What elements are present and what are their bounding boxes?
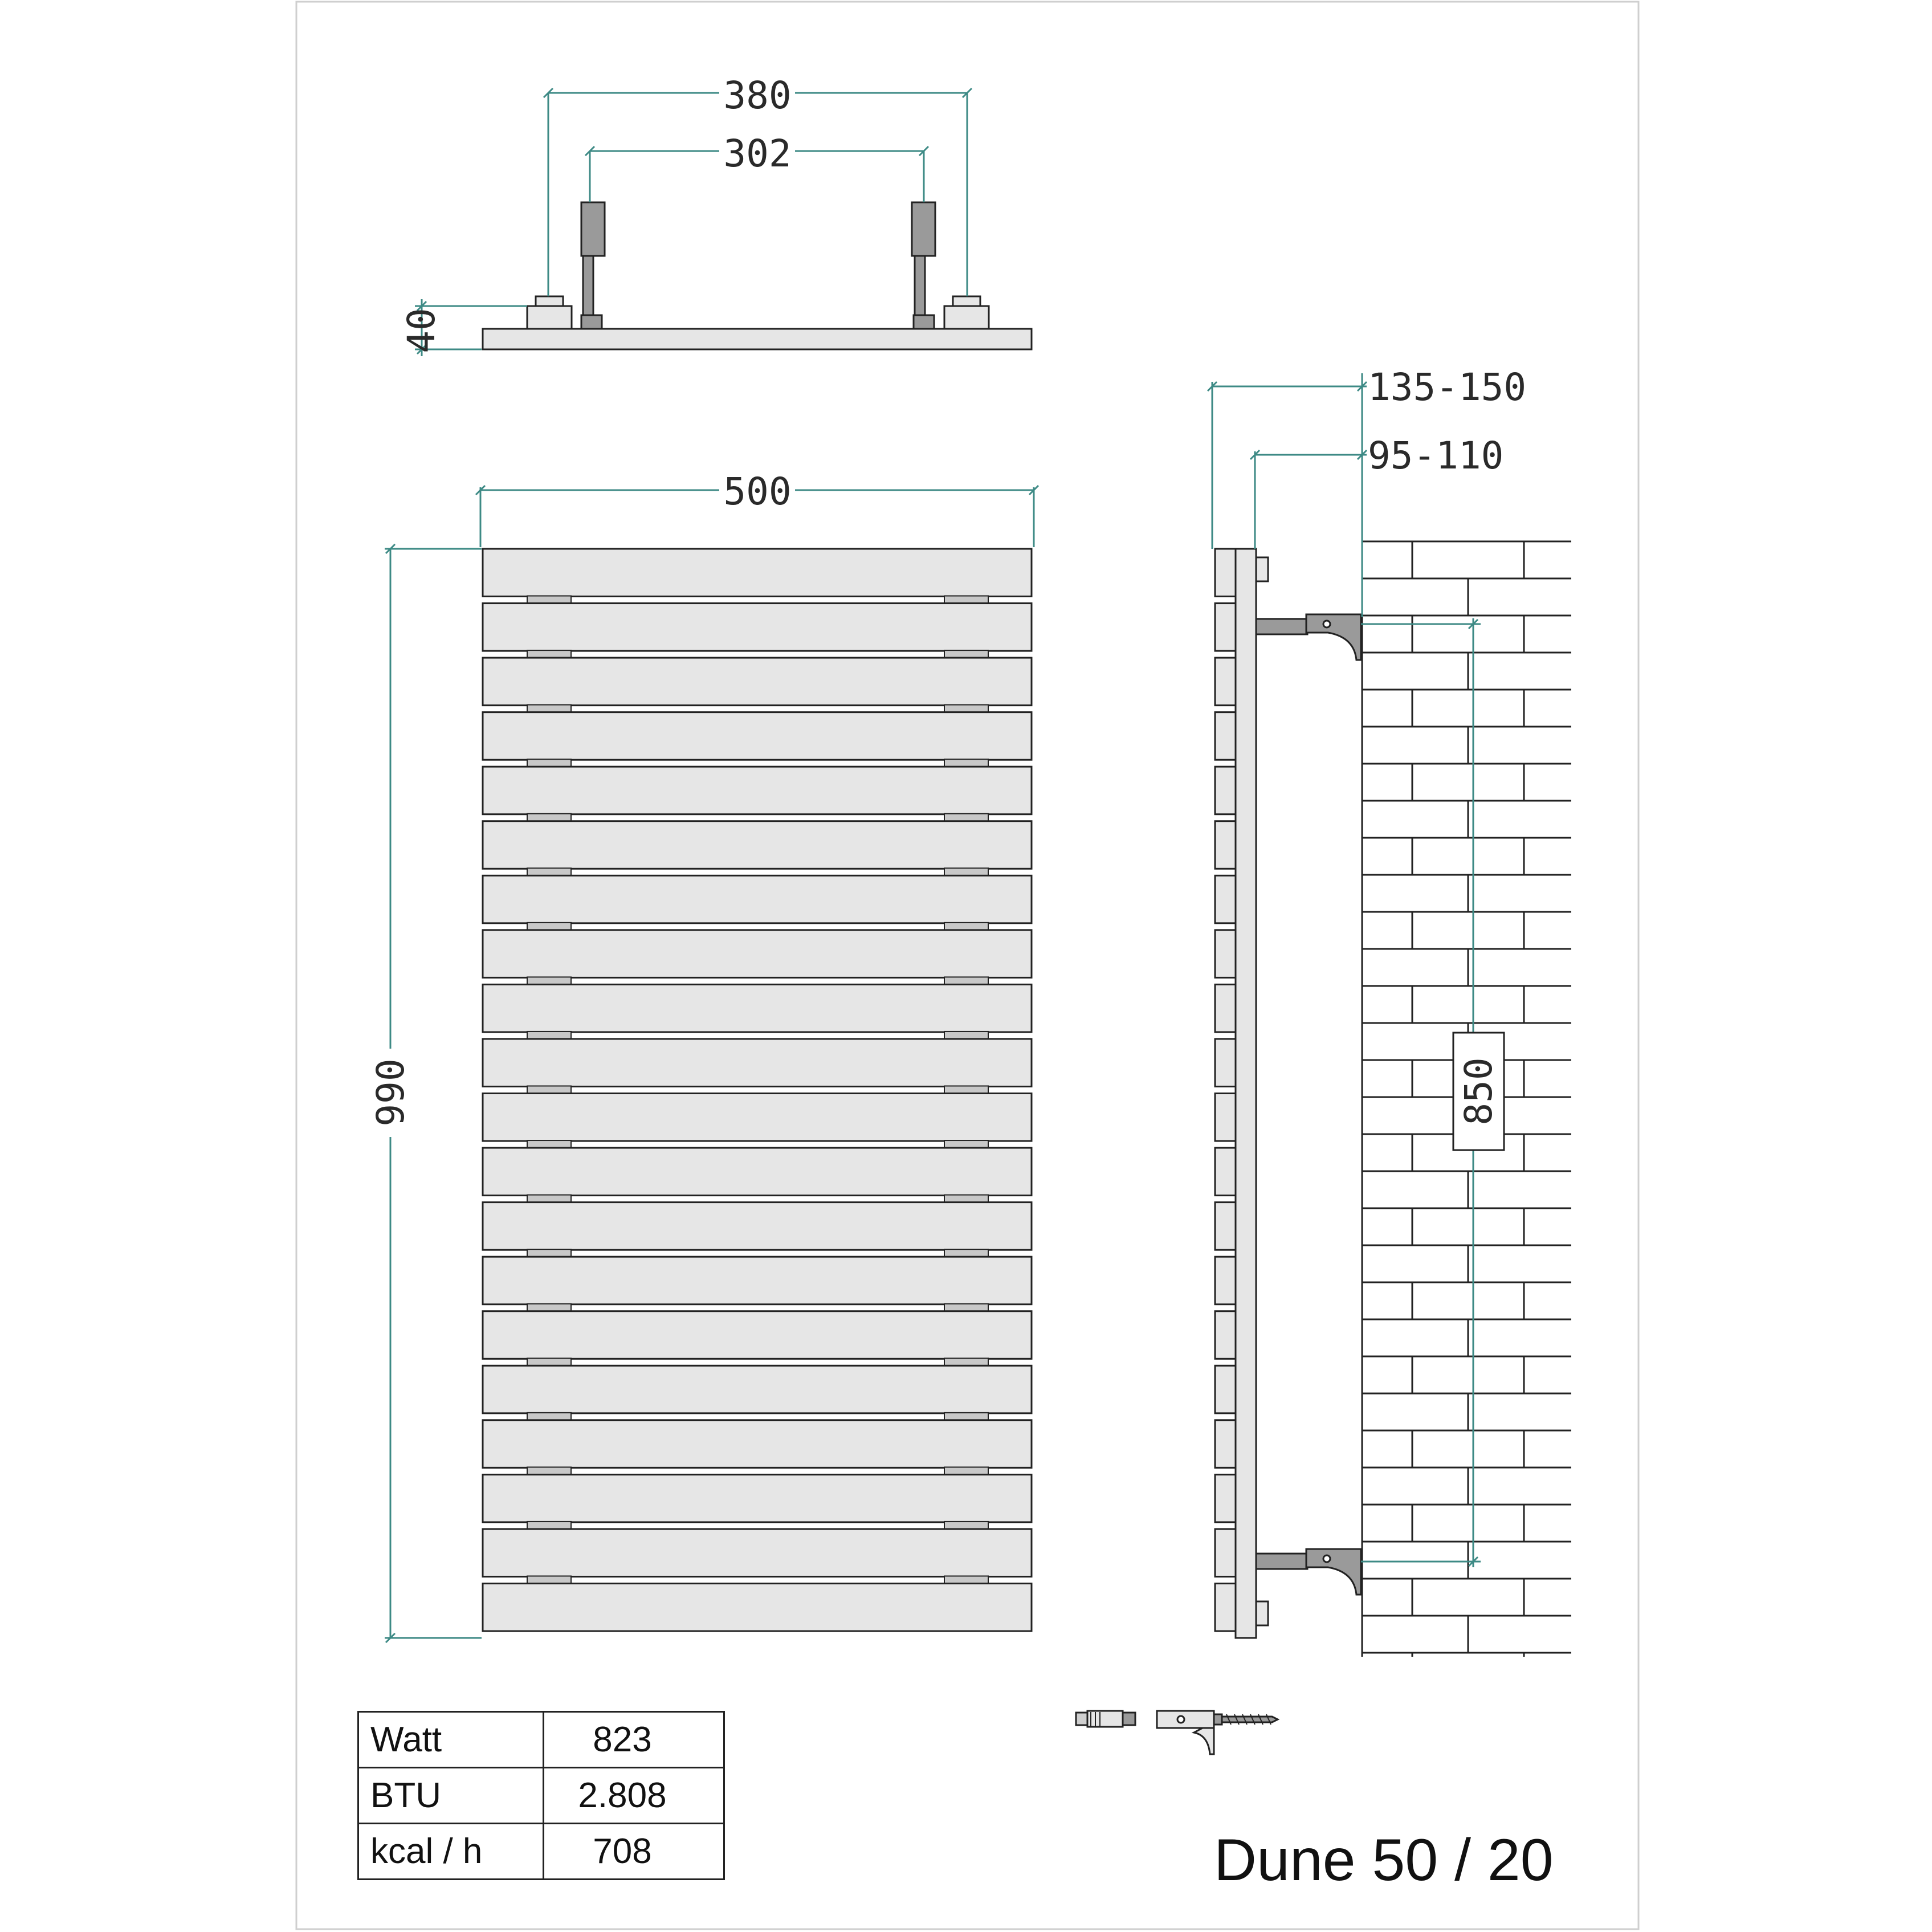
top-view-left-base (580, 314, 603, 330)
dimension-500-label: 500 (723, 470, 791, 513)
spec-label: Watt (357, 1711, 544, 1768)
side-fin (1214, 548, 1237, 598)
wall-bracket-screw-icon (1156, 1710, 1280, 1755)
radiator-bar (482, 1310, 1033, 1360)
side-fin (1214, 657, 1237, 707)
side-view-top-cap (1255, 556, 1269, 582)
top-view-right-valve (911, 201, 936, 257)
side-view-bottom-bracket (1305, 1548, 1362, 1596)
side-fin (1214, 983, 1237, 1033)
side-view-bottom-screw (1322, 1554, 1331, 1563)
dimension-850-label-box (1452, 1032, 1505, 1151)
spec-row-watt: Watt 823 (357, 1711, 725, 1768)
dimension-302-label: 302 (723, 132, 791, 176)
side-fin (1214, 711, 1237, 761)
dimension-95-110 (1249, 449, 1368, 549)
side-fin (1214, 765, 1237, 816)
spec-value: 823 (543, 1711, 725, 1768)
side-fin (1214, 1038, 1237, 1087)
dimension-380-label: 380 (723, 74, 791, 117)
side-fin (1214, 874, 1237, 924)
radiator-bar (482, 1147, 1033, 1197)
radiator-bar (482, 1256, 1033, 1306)
dimension-302 (584, 145, 930, 202)
spec-row-btu: BTU 2.808 (357, 1767, 725, 1824)
side-fin (1214, 929, 1237, 979)
radiator-bar (482, 1364, 1033, 1415)
radiator-bar (482, 1201, 1033, 1251)
side-view-body (1234, 548, 1362, 1639)
valve-adapter-icon (1075, 1710, 1136, 1728)
radiator-bar (482, 1582, 1033, 1632)
side-fin (1214, 1582, 1237, 1632)
dimension-990 (385, 543, 482, 1644)
side-fin (1214, 1419, 1237, 1469)
spec-label: BTU (357, 1767, 544, 1824)
side-view-top-arm (1255, 618, 1309, 635)
side-view-rail (1234, 548, 1257, 1639)
spec-value: 2.808 (543, 1767, 725, 1824)
dimension-40 (415, 299, 527, 356)
top-view-left-mount-cap (535, 295, 564, 307)
radiator-bar (482, 548, 1033, 598)
dimension-135-150 (1207, 373, 1368, 617)
top-view-panel (482, 328, 1033, 350)
side-fin (1214, 820, 1237, 870)
side-fin (1214, 1256, 1237, 1306)
radiator-bar (482, 1419, 1033, 1469)
brick-wall (1361, 540, 1571, 1657)
top-view-right-base (912, 314, 935, 330)
dimension-380 (543, 87, 973, 296)
top-view-right-pipe (914, 254, 926, 316)
side-view-bottom-cap (1255, 1600, 1269, 1627)
radiator-bar (482, 657, 1033, 707)
side-fin (1214, 1364, 1237, 1415)
radiator-bar (482, 983, 1033, 1033)
radiator-bar (482, 929, 1033, 979)
radiator-bar (482, 1528, 1033, 1578)
side-fin (1214, 1201, 1237, 1251)
dimension-135-150-label: 135-150 (1368, 365, 1526, 409)
side-view-bottom-arm (1255, 1552, 1309, 1570)
front-view-bars (482, 548, 1033, 1632)
top-view-left-pipe (582, 254, 594, 316)
spec-value: 708 (543, 1823, 725, 1880)
dimension-990-label: 990 (369, 1058, 413, 1126)
top-view-left-mount (526, 305, 573, 330)
radiator-bar (482, 765, 1033, 816)
top-view-right-mount (943, 305, 990, 330)
spec-label: kcal / h (357, 1823, 544, 1880)
dimension-850-label: 850 (1457, 1057, 1501, 1125)
radiator-bar (482, 602, 1033, 652)
side-fin (1214, 1473, 1237, 1523)
radiator-bar (482, 711, 1033, 761)
radiator-bar (482, 874, 1033, 924)
side-view-fins (1214, 548, 1237, 1632)
dimension-95-110-label: 95-110 (1368, 434, 1503, 478)
spec-table: Watt 823 BTU 2.808 kcal / h 708 (357, 1711, 725, 1880)
radiator-bar (482, 1093, 1033, 1142)
radiator-bar (482, 1038, 1033, 1087)
side-fin (1214, 602, 1237, 652)
model-title: Dune 50 / 20 (1214, 1827, 1554, 1893)
dimension-500 (475, 484, 1040, 547)
side-fin (1214, 1310, 1237, 1360)
top-view (482, 201, 1033, 350)
radiator-bar (482, 1473, 1033, 1523)
top-view-left-valve (580, 201, 606, 257)
top-view-right-mount-cap (952, 295, 981, 307)
side-fin (1214, 1093, 1237, 1142)
side-view-top-bracket (1305, 613, 1362, 661)
accessories (1075, 1710, 1280, 1755)
side-view-top-screw (1322, 619, 1331, 629)
side-fin (1214, 1528, 1237, 1578)
dimension-40-label: 40 (400, 308, 443, 353)
radiator-bar (482, 820, 1033, 870)
side-fin (1214, 1147, 1237, 1197)
spec-row-kcal: kcal / h 708 (357, 1823, 725, 1880)
